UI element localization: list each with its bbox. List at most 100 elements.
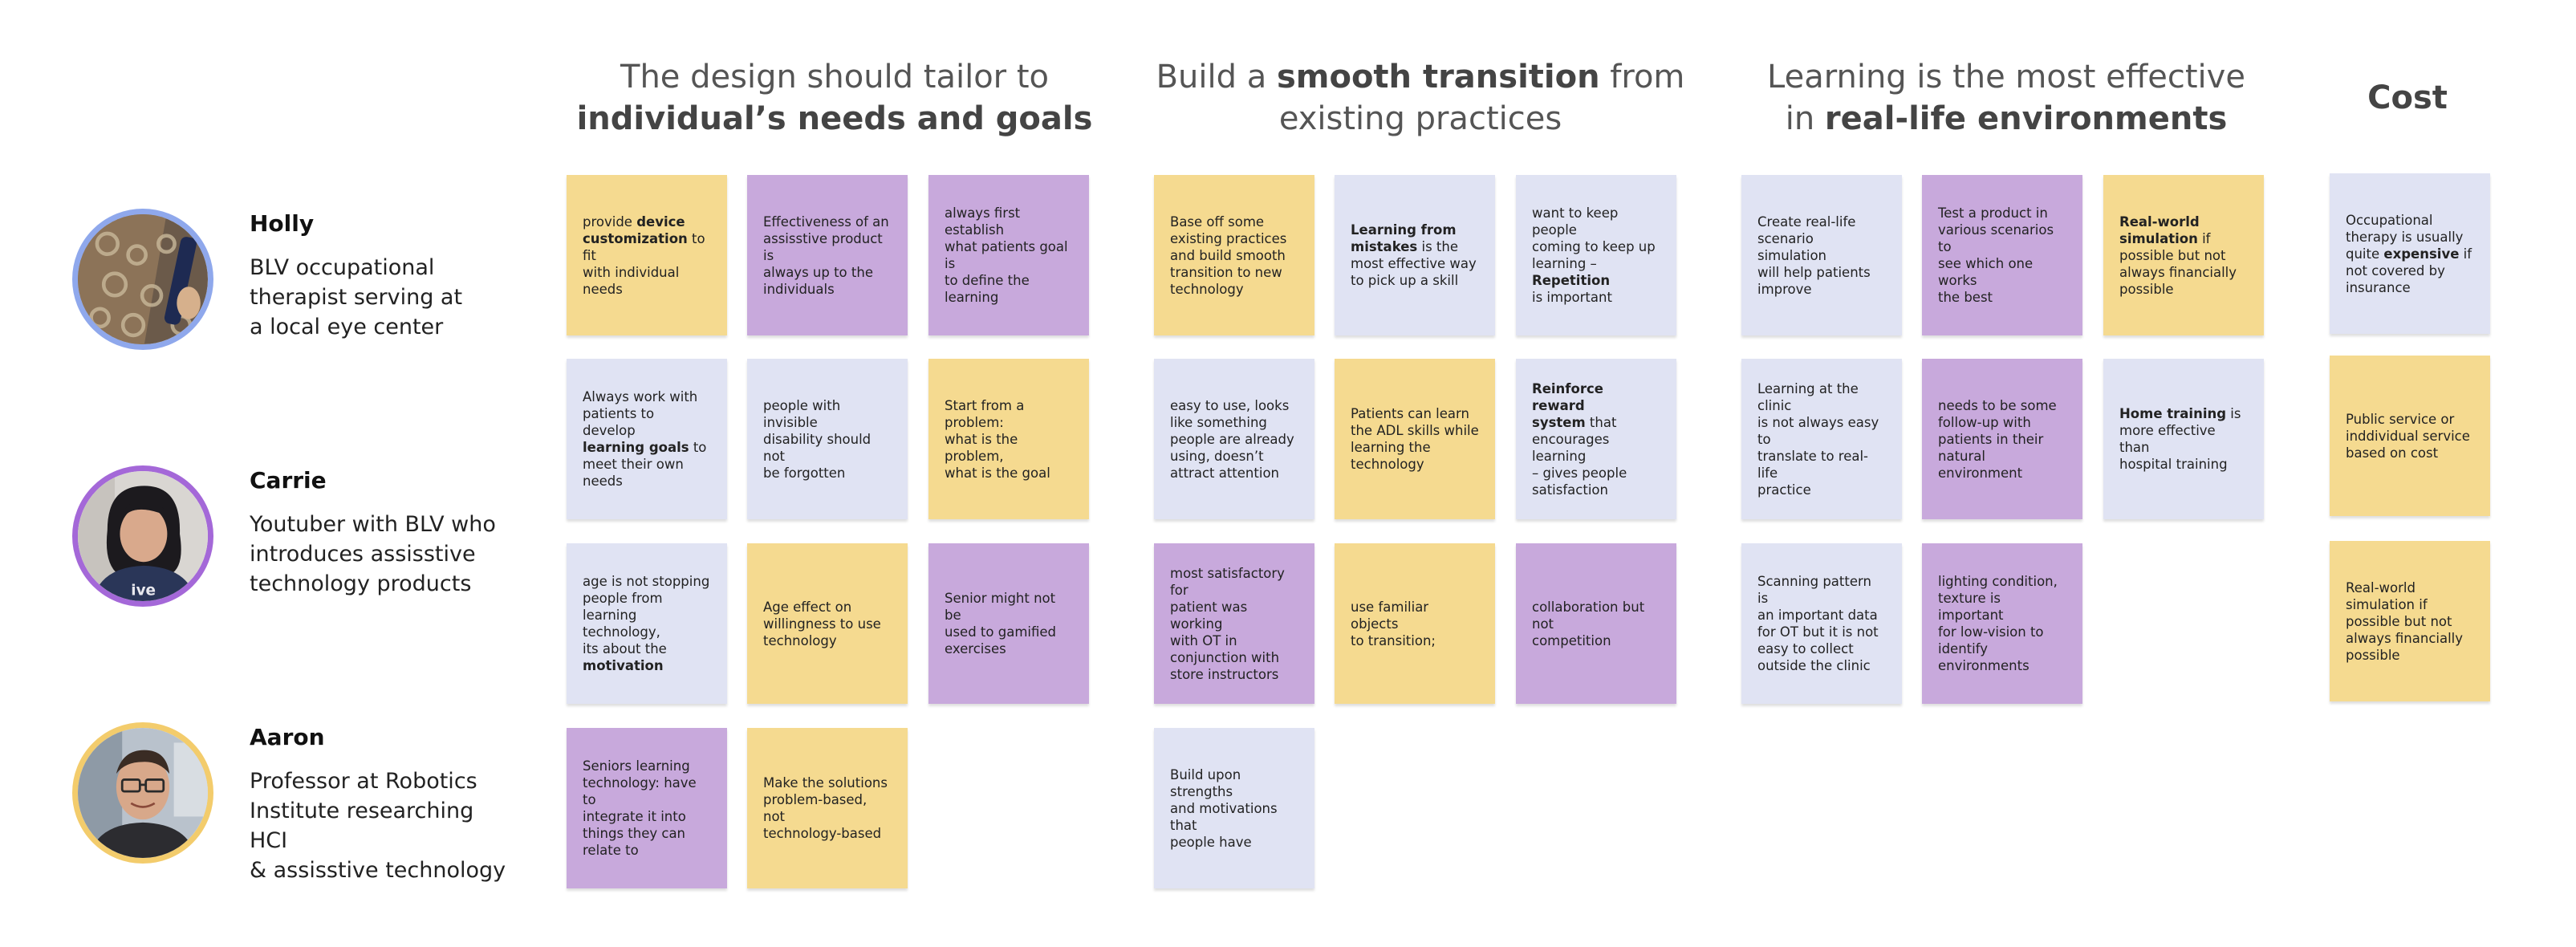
note-line: what is the goal <box>945 465 1073 482</box>
note-line: competition <box>1532 632 1660 649</box>
note-line: improve <box>1757 281 1886 298</box>
note-line: technology <box>1351 456 1479 473</box>
note-line: conjunction with <box>1170 649 1298 666</box>
note-line: for OT but it is not <box>1757 624 1886 640</box>
note-line: needs <box>583 473 711 490</box>
text-segment: technology: have to <box>583 775 697 807</box>
text-segment: most satisfactory for <box>1170 565 1285 598</box>
note-line: learning technology, <box>583 607 711 640</box>
note-line: Create real-life <box>1757 213 1886 230</box>
note-line: quite expensive if <box>2346 246 2472 262</box>
note-line: Base off some <box>1170 213 1286 230</box>
text-segment: people are already <box>1170 431 1294 447</box>
note-line: learning –Repetition <box>1532 255 1660 289</box>
sticky-note[interactable]: Start from a problem:what is the problem… <box>928 359 1089 519</box>
text-segment: what is the goal <box>945 465 1050 481</box>
note-line: Patients can learn <box>1351 405 1479 422</box>
note-line: Senior might not be <box>945 590 1073 624</box>
text-segment: quite <box>2346 246 2384 262</box>
text-segment: learning – <box>1532 256 1597 271</box>
text-segment: relate to <box>583 843 639 858</box>
note-line: coming to keep up <box>1532 238 1660 255</box>
note-line: learning the <box>1351 439 1479 456</box>
note-line: lighting condition, <box>1938 573 2066 590</box>
text-segment: learning <box>945 290 999 305</box>
note-line: more effective than <box>2119 422 2248 456</box>
text-segment: from <box>1599 59 1685 96</box>
text-segment: translate to real-life <box>1757 448 1869 481</box>
note-line: possible <box>2119 281 2237 298</box>
note-line: integrate it into <box>583 808 711 825</box>
note-line: what is the problem, <box>945 431 1073 465</box>
note-line: patients to develop <box>583 405 711 439</box>
note-line: customization to fit <box>583 230 711 264</box>
note-line: Scanning pattern is <box>1757 573 1886 607</box>
note-line: most effective way <box>1351 255 1477 272</box>
note-line: simulation if <box>2346 596 2463 613</box>
note-line: follow-up with <box>1938 414 2066 431</box>
text-segment: provide <box>583 213 637 230</box>
note-line: Start from a problem: <box>945 397 1073 431</box>
note-line: people are already <box>1170 431 1294 448</box>
note-line: what patients goal is <box>945 238 1073 272</box>
note-line: using, doesn’t <box>1170 448 1294 465</box>
text-segment: if <box>2197 230 2211 246</box>
theme-heading: Cost <box>2295 77 2520 119</box>
note-line: based on cost <box>2346 445 2470 461</box>
text-segment: easy to collect <box>1757 641 1854 656</box>
text-segment: things they can <box>583 826 686 841</box>
note-line: existing practices <box>1170 230 1286 247</box>
text-segment: coming to keep up <box>1532 239 1656 254</box>
text-segment: Create real-life <box>1757 213 1856 230</box>
text-segment: if <box>2459 246 2472 262</box>
text-segment: with individual needs <box>583 264 680 297</box>
note-line: Real-world <box>2119 213 2237 230</box>
note-line: possible but not <box>2346 613 2463 630</box>
text-segment: always first establish <box>945 205 1021 238</box>
text-segment: practice <box>1757 482 1811 498</box>
note-line: and build smooth <box>1170 247 1286 264</box>
note-line: motivation <box>583 657 711 674</box>
text-segment: collaboration but not <box>1532 599 1645 632</box>
bold-text: device <box>636 213 685 230</box>
text-segment: learning the <box>1351 440 1431 455</box>
